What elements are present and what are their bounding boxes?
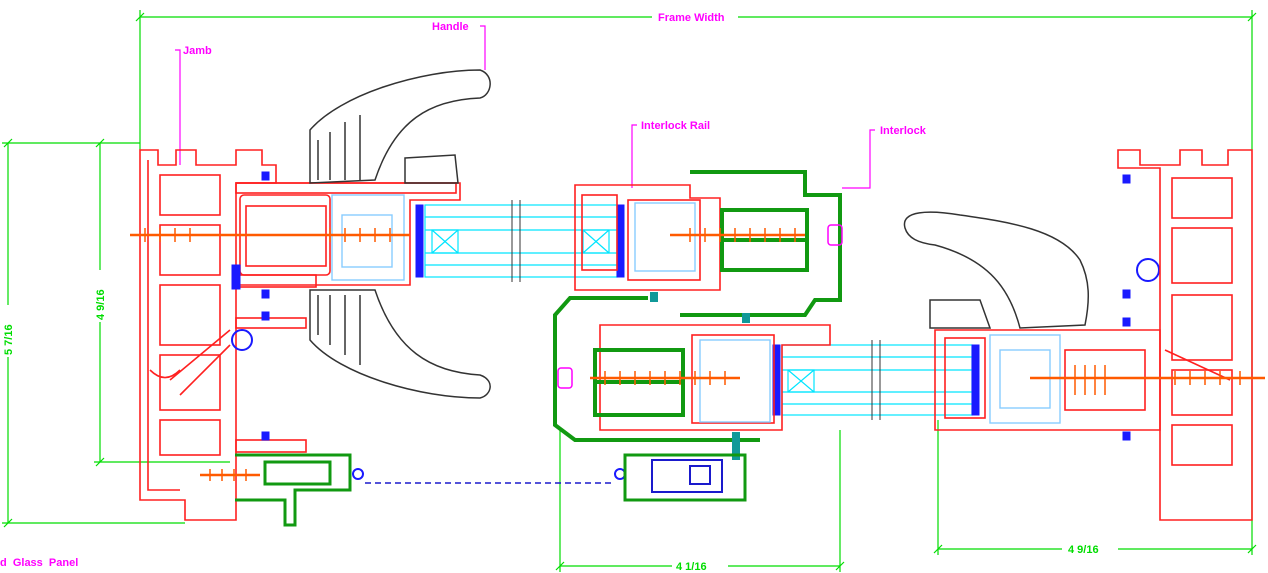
- fixed-glass-panel-label: d Glass Panel: [0, 557, 78, 569]
- glazing-seals: [231, 171, 1131, 441]
- handle-label: Handle: [432, 21, 469, 33]
- frame-width-label-bg: [652, 10, 738, 24]
- overall-height-label: 5 7/16: [3, 324, 15, 355]
- upper-sash-rail: [574, 184, 721, 291]
- jamb-label: Jamb: [183, 45, 212, 57]
- interlock-width-label: 4 1/16: [676, 561, 707, 573]
- jamb-depth-label-bg: [1062, 543, 1118, 556]
- interlock-lower-green: [553, 296, 760, 442]
- glass-left: [424, 204, 618, 278]
- screen-track-right: [623, 453, 747, 502]
- interlock-upper-green: [680, 170, 842, 317]
- right-jamb-frame: [1117, 149, 1253, 521]
- left-glazing-bead: [331, 194, 405, 281]
- weep-circles: [231, 258, 1160, 480]
- frame-height-label-bg: [94, 270, 106, 322]
- interlock-clips: [650, 292, 750, 460]
- jamb-depth-label: 4 9/16: [1068, 544, 1099, 556]
- left-jamb-frame: [139, 149, 457, 521]
- glass-right: [781, 344, 973, 416]
- interlock-label: Interlock: [880, 125, 927, 137]
- right-sash: [934, 329, 1161, 431]
- dimension-ticks: [3, 12, 1257, 571]
- frame-width-label: Frame Width: [658, 12, 725, 24]
- interlock-rail-label: Interlock Rail: [641, 120, 710, 132]
- label-leaders: [175, 25, 875, 189]
- screen-track-left: [235, 453, 352, 527]
- frame-height-label: 4 9/16: [95, 289, 107, 320]
- screw-threads: [144, 228, 1241, 481]
- dimension-lines: [2, 10, 1253, 572]
- screen-roller: [651, 459, 723, 493]
- handle-left: [309, 69, 491, 399]
- interlock-bumpers: [557, 224, 843, 389]
- interlock-lower-bead: [634, 202, 771, 423]
- overall-height-label-bg: [2, 305, 14, 357]
- interlock-width-label-bg: [672, 560, 728, 573]
- glass-break-lines: [511, 200, 881, 420]
- handle-right: [903, 211, 1090, 329]
